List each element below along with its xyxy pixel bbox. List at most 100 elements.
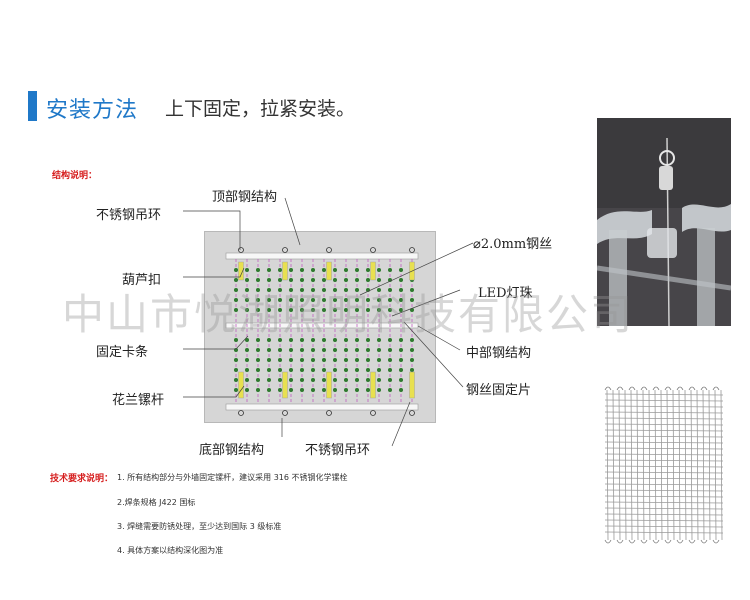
led-bead (256, 288, 260, 292)
led-bead (410, 348, 414, 352)
led-bead (344, 388, 348, 392)
led-bead (234, 388, 238, 392)
led-bead (278, 358, 282, 362)
photo-mesh-screen (597, 344, 731, 550)
led-bead (333, 338, 337, 342)
ring-hook-bottom (238, 410, 244, 416)
led-bead (300, 358, 304, 362)
led-bead (333, 368, 337, 372)
mesh-loop-top (664, 386, 672, 391)
led-bead (333, 288, 337, 292)
led-bead (322, 338, 326, 342)
led-bead (267, 308, 271, 312)
ring-hook-bottom (326, 410, 332, 416)
led-bead (322, 268, 326, 272)
led-bead (399, 338, 403, 342)
mesh-wire-vertical (672, 389, 675, 541)
led-bead (355, 308, 359, 312)
led-bead (399, 278, 403, 282)
led-bead (234, 288, 238, 292)
led-bead (355, 268, 359, 272)
mesh-wire-horizontal (604, 507, 724, 510)
led-bead (278, 278, 282, 282)
turnbuckle-top (370, 261, 376, 281)
mesh-wire-horizontal (604, 471, 724, 474)
led-bead (344, 358, 348, 362)
led-bead (311, 378, 315, 382)
led-bead (256, 338, 260, 342)
led-bead (245, 348, 249, 352)
middle-steel-bar (225, 322, 419, 329)
mesh-loop-bottom (604, 539, 612, 544)
led-bead (410, 368, 414, 372)
led-bead (399, 378, 403, 382)
led-bead (377, 348, 381, 352)
mesh-loop-top (700, 386, 708, 391)
led-bead (311, 338, 315, 342)
mesh-wire-vertical (636, 389, 639, 541)
led-bead (344, 278, 348, 282)
led-bead (300, 338, 304, 342)
led-bead (234, 308, 238, 312)
led-bead (278, 298, 282, 302)
led-bead (289, 368, 293, 372)
photo-hanging-clip (597, 118, 731, 326)
led-bead (267, 378, 271, 382)
led-bead (234, 358, 238, 362)
led-bead (289, 388, 293, 392)
led-bead (366, 298, 370, 302)
led-bead (322, 348, 326, 352)
led-bead (344, 298, 348, 302)
leader-lines (183, 197, 474, 447)
mesh-loop-bottom (688, 539, 696, 544)
structure-label: 结构说明： (52, 171, 98, 181)
led-bead (333, 268, 337, 272)
led-bead (245, 288, 249, 292)
led-bead (333, 298, 337, 302)
tech-note-1: 1. 所有结构部分与外墙固定镙杆，建议采用 316 不锈钢化学镙栓 (117, 473, 348, 482)
mesh-wire-horizontal (604, 447, 724, 450)
led-bead (245, 368, 249, 372)
led-bead (245, 338, 249, 342)
mesh-loop-top (652, 386, 660, 391)
led-bead (388, 308, 392, 312)
led-bead (267, 388, 271, 392)
led-bead (256, 358, 260, 362)
led-bead (289, 288, 293, 292)
led-bead (300, 308, 304, 312)
mesh-wire-horizontal (604, 417, 724, 420)
led-bead (355, 358, 359, 362)
page-subtitle: 上下固定，拉紧安装。 (165, 98, 356, 120)
mesh-loop-bottom (628, 539, 636, 544)
callout-middle-steel: 中部钢结构 (466, 346, 532, 361)
mesh-wire-horizontal (604, 519, 724, 522)
mesh-loop-top (712, 386, 720, 391)
led-bead (311, 348, 315, 352)
mesh-loop-top (628, 386, 636, 391)
led-bead (311, 368, 315, 372)
mesh-wire-vertical (648, 389, 651, 541)
led-bead (355, 348, 359, 352)
mesh-loop-top (640, 386, 648, 391)
led-bead (388, 268, 392, 272)
led-bead (256, 368, 260, 372)
led-bead (399, 358, 403, 362)
led-bead (289, 298, 293, 302)
turnbuckle-bottom (326, 371, 332, 399)
page-title: 安装方法 (46, 98, 139, 123)
led-bead (267, 368, 271, 372)
tech-label: 技术要求说明： (50, 474, 114, 484)
led-bead (322, 358, 326, 362)
callout-gourd-buckle: 葫芦扣 (122, 273, 162, 288)
mesh-wire-horizontal (604, 531, 724, 534)
callout-wire-plate: 钢丝固定片 (466, 383, 532, 398)
ring-hook-top (370, 247, 376, 253)
led-bead (333, 308, 337, 312)
led-bead (300, 388, 304, 392)
led-bead (245, 308, 249, 312)
led-bead (278, 288, 282, 292)
led-bead (388, 288, 392, 292)
led-bead (300, 378, 304, 382)
led-bead (278, 308, 282, 312)
led-bead (344, 338, 348, 342)
